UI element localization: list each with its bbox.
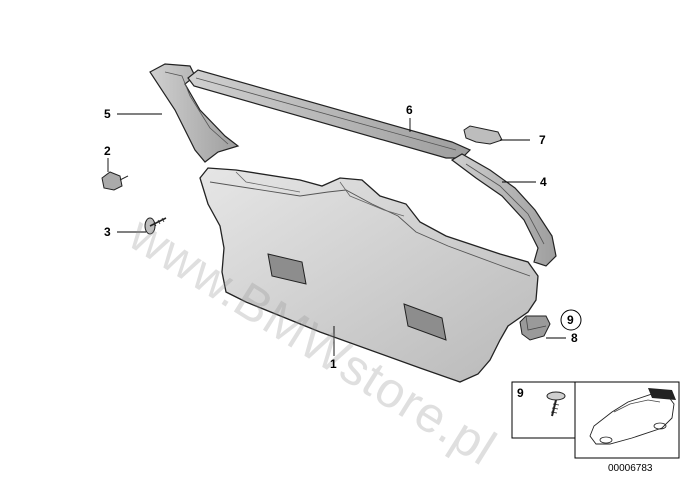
callout-2: 2	[104, 144, 111, 158]
part-7-clip	[463, 125, 503, 145]
leader-lines	[107, 113, 566, 356]
inset-callout-9: 9	[517, 386, 524, 400]
callout-8: 8	[571, 331, 578, 345]
inset-car-overview	[574, 381, 680, 459]
part-1-trim-panel	[199, 167, 539, 383]
callout-6: 6	[406, 103, 413, 117]
callout-4: 4	[540, 175, 547, 189]
callout-7: 7	[539, 133, 546, 147]
part-8-bracket	[519, 315, 551, 341]
part-5-left-side-trim	[149, 63, 240, 163]
diagram-number: 00006783	[608, 463, 653, 474]
callout-9: 9	[567, 313, 574, 327]
part-3-screw	[144, 217, 167, 235]
callout-5: 5	[104, 107, 111, 121]
callout-9-circle	[560, 309, 582, 331]
part-6-upper-strip	[187, 69, 472, 159]
callout-1: 1	[330, 357, 337, 371]
callout-3: 3	[104, 225, 111, 239]
part-4-right-side-trim	[450, 153, 557, 267]
part-2-clip-nut	[101, 171, 129, 191]
